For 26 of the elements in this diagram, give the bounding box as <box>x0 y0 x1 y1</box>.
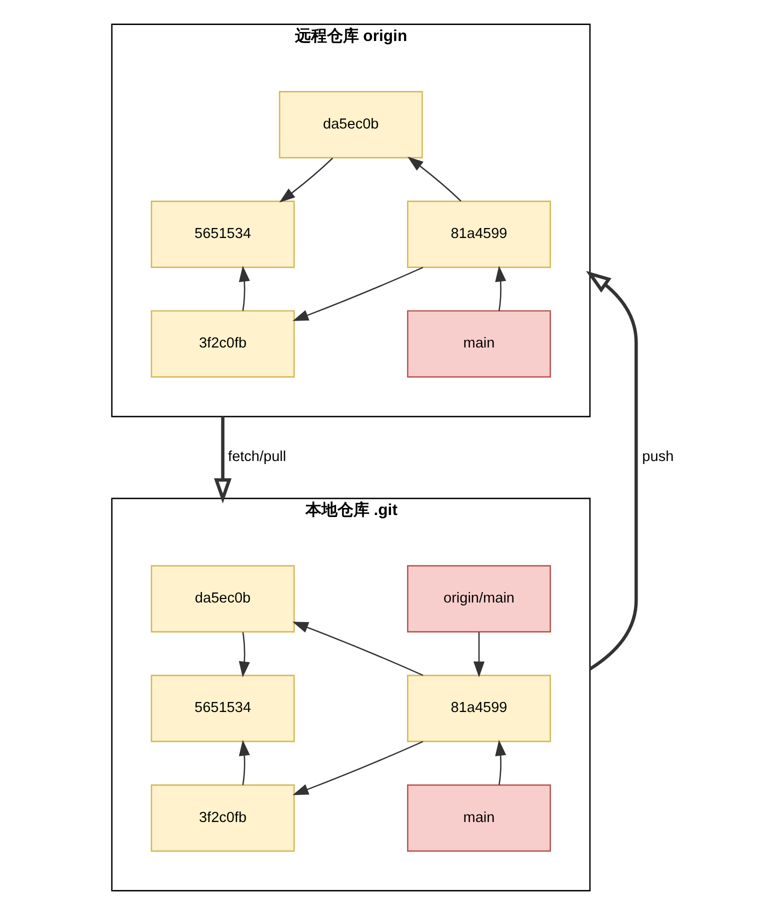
arrow <box>407 156 461 202</box>
node-box: main <box>406 784 550 852</box>
arrow <box>238 632 250 678</box>
arrow <box>292 266 423 321</box>
node-box: da5ec0b <box>150 565 294 632</box>
arrow <box>238 266 250 311</box>
node-box: 81a4599 <box>406 200 550 268</box>
edge-label: push <box>642 449 674 466</box>
node-box: da5ec0b <box>278 91 422 158</box>
arrow <box>472 632 484 678</box>
arrow <box>585 270 638 670</box>
node-box: origin/main <box>406 565 550 632</box>
arrow <box>292 740 423 796</box>
node-box: main <box>406 310 550 378</box>
arrow <box>278 158 333 202</box>
arrow <box>238 740 250 786</box>
arrow <box>292 622 423 676</box>
node-box: 3f2c0fb <box>150 310 294 378</box>
node-box: 81a4599 <box>406 674 550 742</box>
arrow <box>494 266 506 311</box>
node-box: 5651534 <box>150 674 294 742</box>
arrow <box>494 740 506 786</box>
node-box: 3f2c0fb <box>150 784 294 852</box>
node-box: 5651534 <box>150 200 294 268</box>
edge-label: fetch/pull <box>228 449 286 466</box>
arrow <box>213 416 232 504</box>
